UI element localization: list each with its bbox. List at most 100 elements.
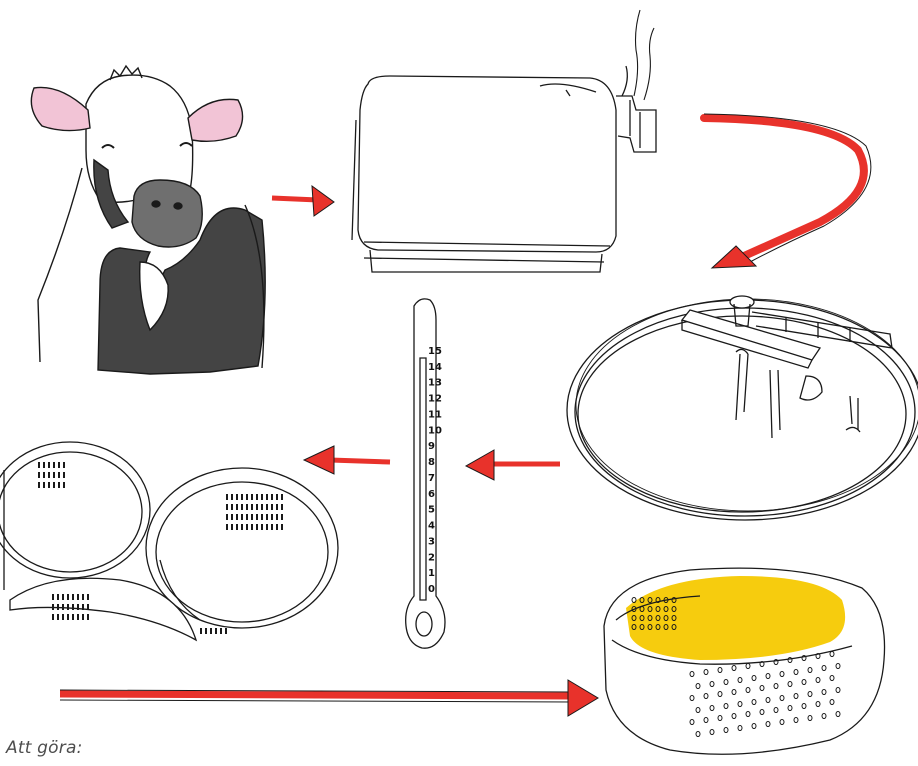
cheese-hole [639, 624, 645, 630]
cheese-hole [655, 606, 661, 612]
cheese-hole [751, 675, 757, 681]
cheese-hole [723, 703, 729, 709]
cheese-hole [793, 717, 799, 723]
mold-hole [53, 462, 55, 468]
cheese-hole [655, 597, 661, 603]
cheese-hole [815, 653, 821, 659]
mold-hole [58, 462, 60, 468]
cheese-hole [759, 661, 765, 667]
mold-hole [241, 514, 243, 520]
cheese-hole [731, 689, 737, 695]
thermometer-scale-label: 5 [428, 505, 435, 516]
cheese-hole [835, 687, 841, 693]
cheese-hole [695, 683, 701, 689]
cheese-hole [737, 725, 743, 731]
mold-hole [231, 514, 233, 520]
mold-hole [48, 462, 50, 468]
mold-right [145, 467, 339, 629]
mold-hole [251, 524, 253, 530]
arrow-vat-to-thermometer [464, 449, 560, 481]
mold-hole [266, 494, 268, 500]
mold-bottom [9, 577, 198, 642]
cheese-hole [731, 713, 737, 719]
mold-hole [276, 504, 278, 510]
arrow-thermometer-to-molds [302, 445, 391, 475]
cheese-hole [737, 701, 743, 707]
cheese-hole [655, 615, 661, 621]
mold-hole [261, 494, 263, 500]
mold-hole [200, 628, 202, 634]
cheese-hole [829, 699, 835, 705]
mold-left [0, 441, 151, 579]
mold-hole [226, 494, 228, 500]
thermometer-scale-label: 0 [428, 584, 435, 595]
thermometer-scale-label: 10 [428, 425, 442, 436]
mold-hole [246, 524, 248, 530]
mold-hole [53, 472, 55, 478]
mold-hole [52, 594, 54, 600]
cheese-hole [821, 689, 827, 695]
mold-hole [251, 504, 253, 510]
cow-eye-right [179, 142, 193, 147]
mold-hole [236, 514, 238, 520]
cheese-hole [745, 663, 751, 669]
mold-hole [87, 594, 89, 600]
cheese-hole [821, 713, 827, 719]
cheese-hole [829, 675, 835, 681]
mold-hole [276, 494, 278, 500]
mold-hole [52, 614, 54, 620]
mold-hole [43, 472, 45, 478]
mold-hole [266, 524, 268, 530]
cheese-hole [631, 597, 637, 603]
cheese-hole [815, 701, 821, 707]
cheese-hole [689, 671, 695, 677]
mold-hole [256, 514, 258, 520]
cheese-hole [765, 697, 771, 703]
cheese-hole [709, 705, 715, 711]
mold-hole [82, 594, 84, 600]
cheese-hole [731, 665, 737, 671]
cow-eye-left [101, 144, 115, 149]
cheese-hole [703, 717, 709, 723]
mold-hole [53, 482, 55, 488]
cheese-hole [759, 685, 765, 691]
mold-hole [210, 628, 212, 634]
milk-can-body [357, 75, 617, 253]
cheese-hole [717, 715, 723, 721]
thermometer-scale-label: 11 [428, 409, 442, 420]
cheese-hole [751, 699, 757, 705]
cheese-hole [631, 615, 637, 621]
cheese-hole [787, 657, 793, 663]
mold-hole [77, 614, 79, 620]
cheese-hole [779, 695, 785, 701]
mold-hole [63, 472, 65, 478]
mold-hole [226, 504, 228, 510]
mold-hole [251, 494, 253, 500]
cheese-hole [663, 624, 669, 630]
cheese-hole [689, 719, 695, 725]
vat-stirrer-bar [680, 309, 822, 361]
cheese-hole [801, 655, 807, 661]
mold-hole [231, 524, 233, 530]
cheese-hole [765, 673, 771, 679]
cheese-top-yellow [626, 576, 846, 660]
mold-hole [63, 462, 65, 468]
cheese-hole [639, 615, 645, 621]
cheese-hole [647, 606, 653, 612]
mold-hole [43, 462, 45, 468]
finished-cheese-illustration [603, 567, 886, 755]
cheese-hole [723, 679, 729, 685]
mold-hole [38, 482, 40, 488]
mold-hole [72, 614, 74, 620]
mold-hole [77, 594, 79, 600]
cheese-hole [709, 729, 715, 735]
cow-chest [139, 261, 169, 332]
cheese-hole [821, 665, 827, 671]
mold-hole [87, 614, 89, 620]
mold-hole [281, 524, 283, 530]
cheese-hole [723, 727, 729, 733]
mold-hole [261, 504, 263, 510]
thermometer-scale-label: 3 [428, 536, 435, 547]
cow-ear-right [187, 98, 244, 143]
